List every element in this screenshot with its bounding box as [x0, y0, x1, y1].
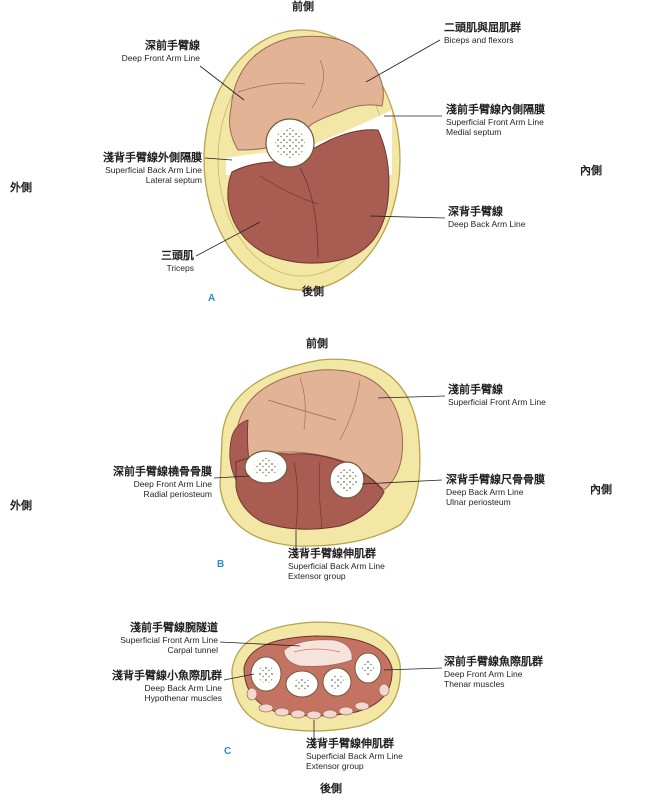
- label-a-lateral-septum-en2: Lateral septum: [145, 175, 202, 186]
- section-c-carpal-bones: [250, 652, 382, 698]
- section-b-anterior-label: 前側: [306, 338, 328, 350]
- label-b-radial-en1: Deep Front Arm Line: [133, 479, 212, 490]
- label-b-ulnar: 深背手臂線尺骨骨膜 Deep Back Arm Line Ulnar perio…: [446, 474, 596, 508]
- label-a-triceps-zh: 三頭肌: [161, 250, 194, 262]
- label-a-lateral-septum-en1: Superficial Back Arm Line: [105, 165, 202, 176]
- section-a-leader-lines: [195, 39, 446, 257]
- section-b-lateral-label: 外側: [10, 500, 32, 512]
- label-b-radial: 深前手臂線橈骨骨膜 Deep Front Arm Line Radial per…: [60, 466, 212, 500]
- label-a-deep-back-zh: 深背手臂線: [448, 206, 503, 218]
- label-a-deep-back: 深背手臂線 Deep Back Arm Line: [448, 206, 608, 229]
- section-a-letter: A: [208, 293, 216, 304]
- label-a-medial-septum: 淺前手臂線內側隔膜 Superficial Front Arm Line Med…: [446, 104, 626, 138]
- section-c-leader-lines: [219, 641, 443, 738]
- label-c-extensor-zh: 淺背手臂線伸肌群: [306, 738, 394, 750]
- label-b-superficial-front-en: Superficial Front Arm Line: [448, 397, 546, 408]
- label-c-carpal-zh: 淺前手臂線腕隧道: [130, 622, 218, 634]
- label-a-medial-septum-en1: Superficial Front Arm Line: [446, 117, 544, 128]
- section-b-letter: B: [217, 559, 225, 570]
- label-b-extensor-en2: Extensor group: [288, 571, 346, 582]
- label-c-thenar: 深前手臂線魚際肌群 Deep Front Arm Line Thenar mus…: [444, 656, 614, 690]
- label-b-superficial-front-zh: 淺前手臂線: [448, 384, 503, 396]
- label-c-hypothenar: 淺背手臂線小魚際肌群 Deep Back Arm Line Hypothenar…: [52, 670, 222, 704]
- label-a-deep-front-en: Deep Front Arm Line: [121, 53, 200, 64]
- section-b-flexors: [235, 369, 404, 491]
- label-c-carpal-en2: Carpal tunnel: [167, 645, 218, 656]
- label-a-triceps: 三頭肌 Triceps: [90, 250, 194, 273]
- label-c-extensor-en1: Superficial Back Arm Line: [306, 751, 403, 762]
- label-b-extensor: 淺背手臂線伸肌群 Superficial Back Arm Line Exten…: [288, 548, 458, 582]
- label-a-lateral-septum-zh: 淺背手臂線外側隔膜: [103, 152, 202, 164]
- label-b-radial-en2: Radial periosteum: [143, 489, 212, 500]
- label-c-thenar-zh: 深前手臂線魚際肌群: [444, 656, 543, 668]
- section-b-leader-lines: [213, 395, 446, 548]
- label-a-lateral-septum: 淺背手臂線外側隔膜 Superficial Back Arm Line Late…: [40, 152, 202, 186]
- section-b-medial-label: 內側: [590, 484, 612, 496]
- section-c-wrist: [219, 621, 443, 738]
- section-a-biceps-flexors: [229, 35, 384, 151]
- section-a-lateral-label: 外側: [10, 182, 32, 194]
- label-c-thenar-en1: Deep Front Arm Line: [444, 669, 523, 680]
- section-c-carpal-tunnel: [283, 639, 353, 667]
- label-c-hypothenar-en1: Deep Back Arm Line: [144, 683, 222, 694]
- label-a-triceps-en: Triceps: [166, 263, 194, 274]
- label-a-deep-back-en: Deep Back Arm Line: [448, 219, 526, 230]
- section-b-forearm: [213, 358, 446, 548]
- label-c-extensor-en2: Extensor group: [306, 761, 364, 772]
- label-b-extensor-en1: Superficial Back Arm Line: [288, 561, 385, 572]
- label-c-extensor: 淺背手臂線伸肌群 Superficial Back Arm Line Exten…: [306, 738, 476, 772]
- label-a-medial-septum-zh: 淺前手臂線內側隔膜: [446, 104, 545, 116]
- section-a-upper-arm: [195, 29, 446, 291]
- label-a-deep-front: 深前手臂線 Deep Front Arm Line: [60, 40, 200, 63]
- label-a-biceps: 二頭肌與屈肌群 Biceps and flexors: [444, 22, 604, 45]
- label-a-medial-septum-en2: Medial septum: [446, 127, 502, 138]
- section-c-letter: C: [224, 746, 232, 757]
- section-a-medial-label: 內側: [580, 165, 602, 177]
- label-a-biceps-zh: 二頭肌與屈肌群: [444, 22, 521, 34]
- section-a-anterior-label: 前側: [292, 1, 314, 13]
- label-b-extensor-zh: 淺背手臂線伸肌群: [288, 548, 376, 560]
- label-a-deep-front-zh: 深前手臂線: [145, 40, 200, 52]
- section-c-posterior-label: 後側: [320, 783, 342, 795]
- label-b-ulnar-zh: 深背手臂線尺骨骨膜: [446, 474, 545, 486]
- label-a-biceps-en: Biceps and flexors: [444, 35, 514, 46]
- label-c-thenar-en2: Thenar muscles: [444, 679, 505, 690]
- label-c-hypothenar-zh: 淺背手臂線小魚際肌群: [112, 670, 222, 682]
- label-b-ulnar-en1: Deep Back Arm Line: [446, 487, 524, 498]
- section-c-extensor-tendons: [246, 683, 390, 720]
- section-a-posterior-label: 後側: [302, 286, 324, 298]
- label-b-radial-zh: 深前手臂線橈骨骨膜: [113, 466, 212, 478]
- label-c-carpal: 淺前手臂線腕隧道 Superficial Front Arm Line Carp…: [60, 622, 218, 656]
- label-c-hypothenar-en2: Hypothenar muscles: [144, 693, 222, 704]
- label-b-superficial-front: 淺前手臂線 Superficial Front Arm Line: [448, 384, 628, 407]
- label-b-ulnar-en2: Ulnar periosteum: [446, 497, 511, 508]
- label-c-carpal-en1: Superficial Front Arm Line: [120, 635, 218, 646]
